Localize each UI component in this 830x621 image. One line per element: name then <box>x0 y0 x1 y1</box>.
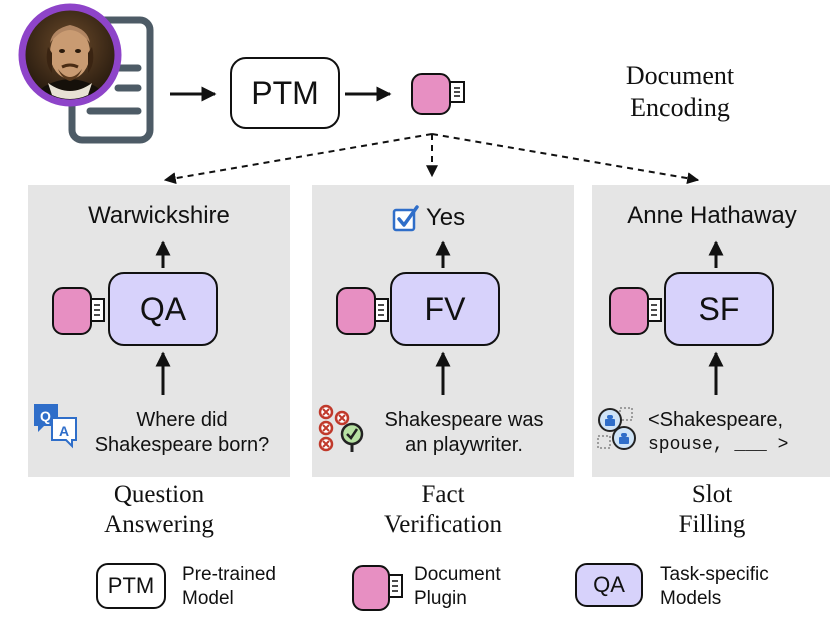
document-plugin-icon <box>408 70 466 118</box>
legend-ptm-line1: Pre-trained <box>182 564 276 585</box>
legend-task-line2: Models <box>660 588 722 609</box>
sf-caption: Slot Filling <box>592 480 830 540</box>
sf-input: <Shakespeare, spouse, ___ > <box>648 408 828 458</box>
svg-text:A: A <box>59 423 69 439</box>
qa-input: Where did Shakespeare born? <box>72 408 292 458</box>
qa-model-box: QA <box>108 272 218 346</box>
qa-output: Warwickshire <box>88 202 230 229</box>
sf-plugin-icon <box>607 285 665 337</box>
legend-plugin-line2: Plugin <box>414 588 467 609</box>
fv-output-text: Yes <box>426 204 466 231</box>
document-encoding-line2: Encoding <box>630 93 730 122</box>
fv-output: Yes <box>392 204 512 234</box>
qa-plugin-icon <box>50 285 108 337</box>
fact-check-icon <box>318 404 368 454</box>
legend-ptm-text: Pre-trained Model <box>182 563 276 611</box>
sf-caption-line2: Filling <box>678 511 746 538</box>
sf-model-label: SF <box>698 290 740 327</box>
document-encoding-line1: Document <box>625 61 735 90</box>
legend-ptm-line2: Model <box>182 588 234 609</box>
qa-bubble-icon: Q A <box>32 402 80 450</box>
sf-output: Anne Hathaway <box>627 202 797 229</box>
legend-ptm-label: PTM <box>107 573 155 598</box>
qa-caption-line2: Answering <box>104 511 214 538</box>
fv-model-box: FV <box>390 272 500 346</box>
legend-plugin-text: Document Plugin <box>414 563 501 611</box>
ptm-box: PTM <box>230 57 340 129</box>
check-icon <box>392 205 419 232</box>
ptm-label: PTM <box>251 74 319 111</box>
document-encoding-title: Document Encoding <box>600 60 760 124</box>
qa-input-line1: Where did <box>136 409 228 431</box>
sf-caption-line1: Slot <box>691 481 733 508</box>
qa-model-label: QA <box>139 290 187 327</box>
fv-caption-line2: Verification <box>383 511 502 538</box>
qa-caption-line1: Question <box>113 481 205 508</box>
qa-caption: Question Answering <box>28 480 290 540</box>
qa-input-line2: Shakespeare born? <box>94 434 270 456</box>
fv-model-label: FV <box>424 290 466 327</box>
legend-plugin-line1: Document <box>414 564 501 585</box>
fv-plugin-icon <box>334 285 392 337</box>
sf-input-line1: <Shakespeare, <box>648 409 784 431</box>
fv-input-line1: Shakespeare was <box>384 409 544 431</box>
fv-input-line2: an playwriter. <box>405 434 523 456</box>
fv-caption: Fact Verification <box>312 480 574 540</box>
fv-input: Shakespeare was an playwriter. <box>362 408 566 458</box>
entity-relation-icon <box>596 406 642 454</box>
sf-model-box: SF <box>664 272 774 346</box>
legend-task-label: QA <box>593 572 625 597</box>
svg-text:Q: Q <box>40 408 51 424</box>
legend-ptm-box: PTM <box>96 563 166 609</box>
sf-input-line2: spouse, ___ > <box>648 435 789 455</box>
legend-plugin-icon <box>350 563 408 613</box>
legend-task-text: Task-specific Models <box>660 563 769 611</box>
shakespeare-portrait <box>18 3 122 107</box>
legend-task-box: QA <box>575 563 643 607</box>
legend-task-line1: Task-specific <box>660 564 769 585</box>
fv-caption-line1: Fact <box>421 481 465 508</box>
